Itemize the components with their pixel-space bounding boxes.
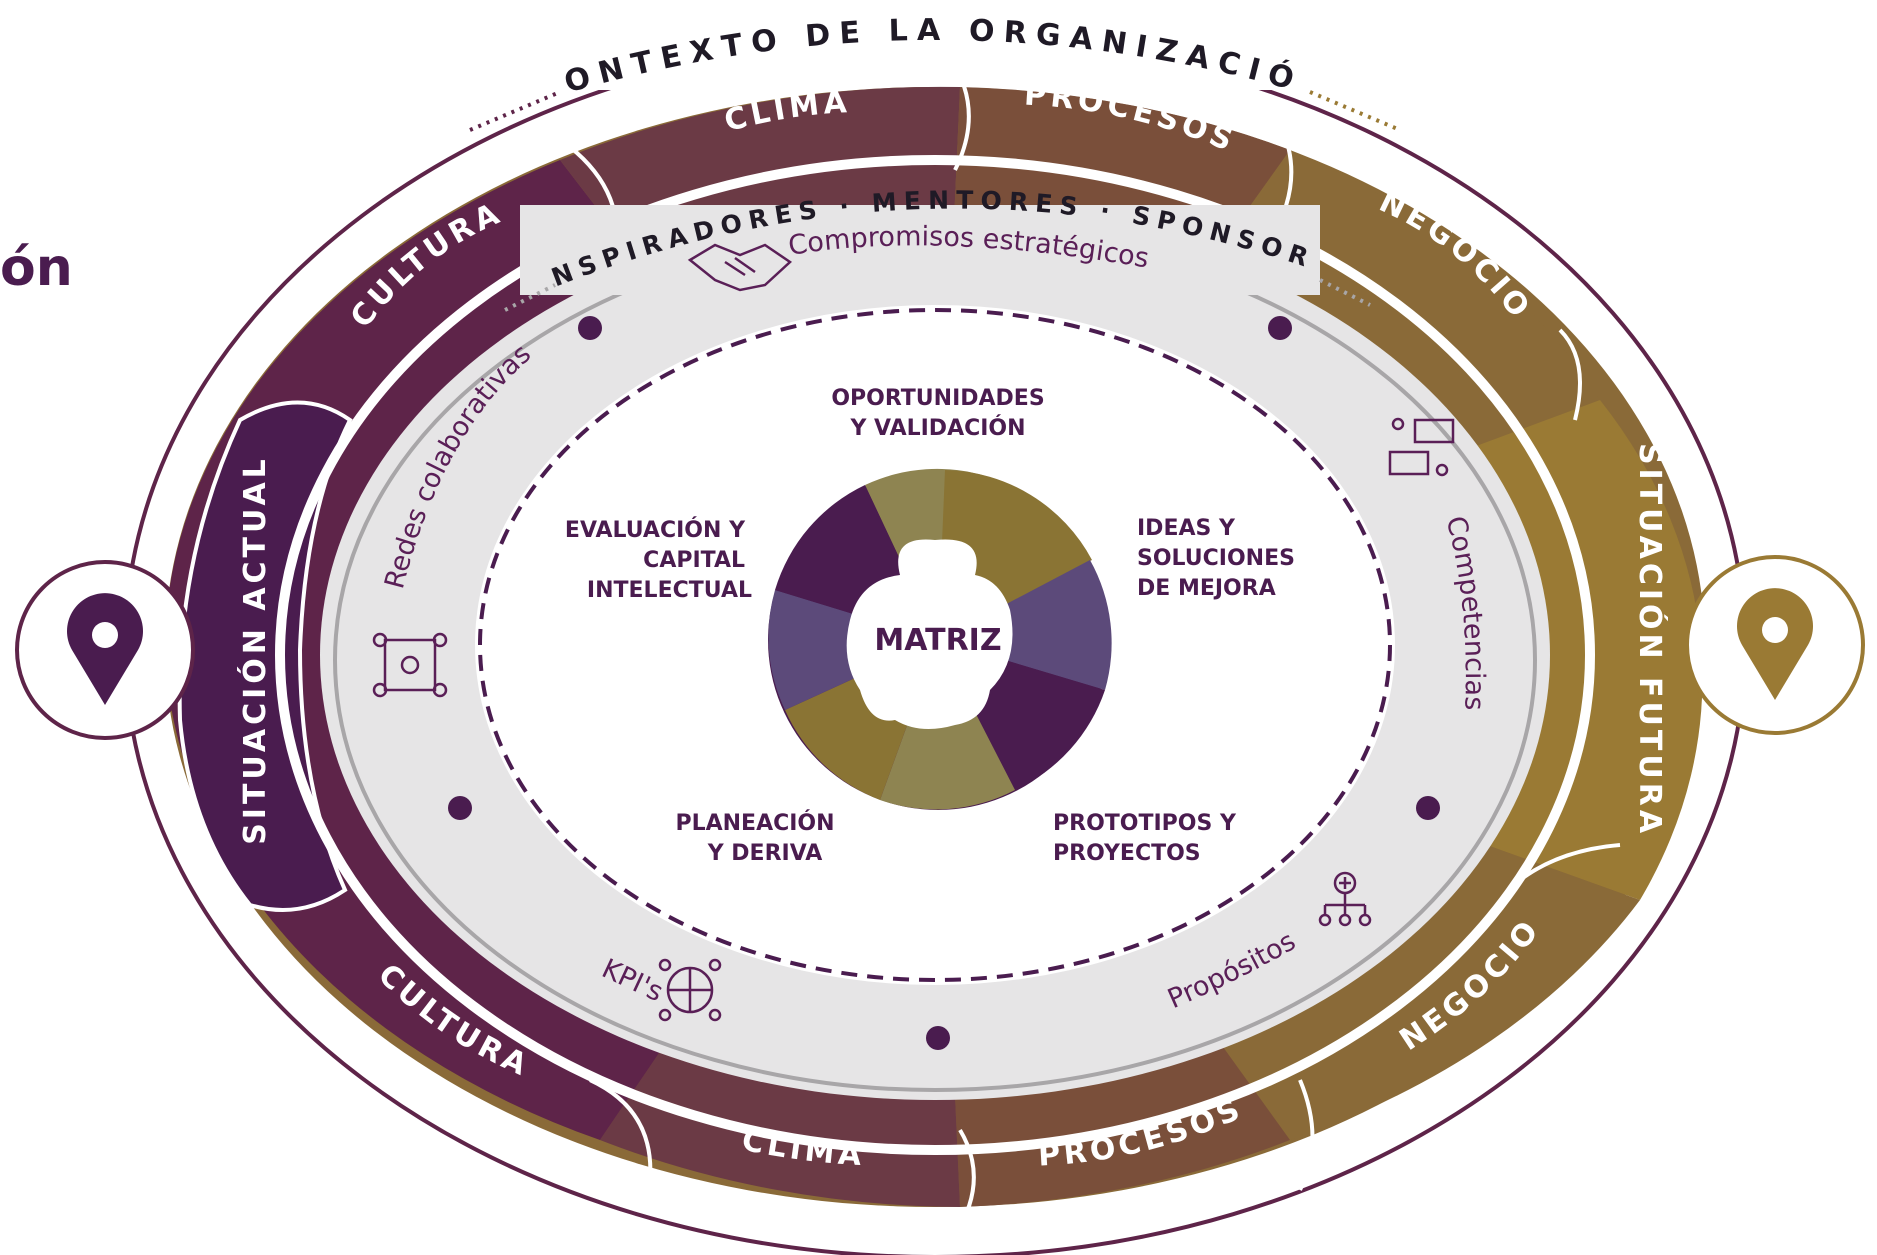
handshake-icon	[687, 243, 793, 292]
matriz-wheel	[768, 468, 1112, 810]
phase-oportunidades: OPORTUNIDADES Y VALIDACIÓN	[831, 386, 1044, 441]
partial-title: ón	[0, 238, 73, 298]
roles-connector-right	[1319, 278, 1371, 307]
roles-label-mask	[520, 205, 1320, 295]
phase-line: PROYECTOS	[1053, 841, 1201, 866]
situacion-futura-label: SITUACIÓN FUTURA	[1632, 443, 1669, 837]
chat-people-icon	[1388, 417, 1455, 477]
segment-dividers	[543, 56, 1621, 1237]
dot	[578, 316, 602, 340]
center-label: MATRIZ	[874, 623, 1001, 658]
ring-dots	[448, 316, 1440, 1050]
inner-white-border	[275, 155, 1595, 1155]
dot	[448, 796, 472, 820]
dot	[1416, 796, 1440, 820]
roles-connector-left	[504, 283, 556, 312]
org-chart-plus-icon	[1318, 871, 1372, 927]
phase-line: PROTOTIPOS Y	[1053, 811, 1237, 836]
phase-line: PLANEACIÓN	[675, 810, 834, 836]
left-dotted-connector	[469, 90, 561, 132]
phase-line: SOLUCIONES	[1137, 546, 1295, 571]
phase-line: INTELECTUAL	[587, 578, 752, 603]
right-dotted-connector	[1309, 90, 1401, 132]
phase-line: Y VALIDACIÓN	[849, 415, 1025, 441]
matrix-dashed-border	[478, 308, 1392, 982]
phase-line: OPORTUNIDADES	[831, 386, 1044, 411]
phase-ideas: IDEAS Y SOLUCIONES DE MEJORA	[1137, 516, 1295, 601]
phase-prototipos: PROTOTIPOS Y PROYECTOS	[1053, 811, 1237, 866]
context-label-mask	[560, 0, 1310, 90]
phase-line: DE MEJORA	[1137, 576, 1276, 601]
phase-evaluacion: EVALUACIÓN Y CAPITAL INTELECTUAL	[565, 517, 752, 603]
dot	[926, 1026, 950, 1050]
location-pin-icon	[1737, 588, 1813, 700]
phase-planeacion: PLANEACIÓN Y DERIVA	[675, 810, 834, 866]
dot	[1268, 316, 1292, 340]
location-pin-icon	[67, 593, 143, 705]
situacion-actual-label: SITUACIÓN ACTUAL	[236, 455, 273, 845]
team-ball-icon	[658, 958, 722, 1022]
left-pin-marker	[15, 560, 195, 740]
phase-line: EVALUACIÓN Y	[565, 517, 746, 543]
network-icon	[372, 632, 448, 698]
right-pin-marker	[1685, 555, 1865, 735]
phase-line: Y DERIVA	[707, 841, 823, 866]
phase-line: CAPITAL	[643, 548, 745, 573]
phase-line: IDEAS Y	[1137, 516, 1236, 541]
